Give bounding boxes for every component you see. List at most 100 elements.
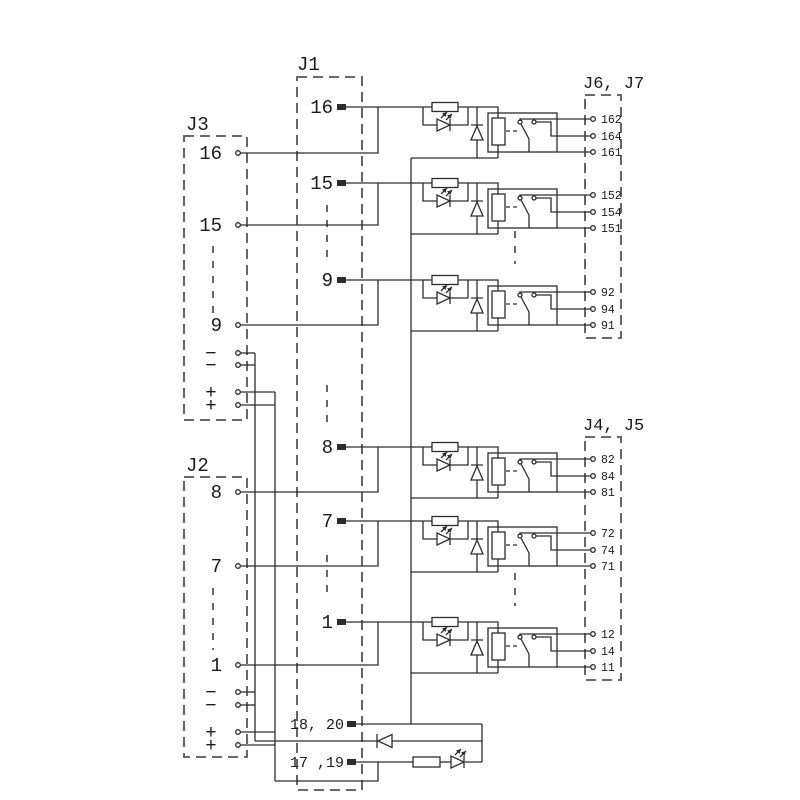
j1-pin-square	[337, 104, 346, 110]
terminal-wire-x2	[519, 194, 591, 197]
status-led-icon	[436, 284, 453, 306]
drive-wire	[346, 520, 499, 532]
j1-pin-label: 15	[310, 173, 333, 195]
j1-aux-pin-label: 17 ,19	[290, 755, 344, 772]
contact-armature	[520, 199, 530, 228]
j2-pins: 871−−++	[205, 482, 241, 757]
terminal-label: 154	[601, 207, 622, 220]
series-resistor	[431, 616, 459, 628]
terminal-circle	[590, 209, 596, 215]
connector-box-j6-j7	[584, 94, 622, 339]
connector-label-j1: J1	[297, 54, 320, 76]
j3-pin16-wire	[240, 107, 379, 154]
terminal-circle	[590, 530, 596, 536]
relay-coil	[491, 457, 506, 486]
series-resistor	[431, 101, 459, 113]
j2-polarity-circle	[235, 689, 241, 695]
relay-coil	[491, 632, 506, 661]
connector-label-j2: J2	[186, 455, 209, 477]
relay-coil	[491, 117, 506, 146]
j2-pin7-wire	[240, 521, 379, 567]
terminal-label: 82	[601, 454, 615, 467]
led-triangle	[436, 193, 452, 209]
j1-pin-square	[347, 721, 356, 727]
terminal-circle	[590, 225, 596, 231]
flyback-diode-icon	[470, 464, 484, 481]
j3-polarity-label: +	[205, 382, 216, 404]
j1-pin-label: 9	[322, 270, 333, 292]
terminal-label: 151	[601, 223, 622, 236]
j2-polarity-label: −	[205, 682, 216, 704]
j3-pin15-wire	[240, 183, 379, 226]
terminal-label: 11	[601, 662, 615, 675]
connector-label-j3: J3	[186, 114, 209, 136]
led-arrowhead	[461, 751, 466, 756]
relay-contact-box	[487, 188, 558, 229]
led-arrowhead	[442, 285, 447, 290]
terminal-circle	[590, 133, 596, 139]
led-triangle	[450, 754, 466, 770]
led-arrowhead	[447, 287, 452, 292]
terminal-circle	[590, 192, 596, 198]
terminal-wire-x2	[519, 458, 591, 461]
j2-polarity-label: −	[205, 695, 216, 717]
drive-wire	[346, 279, 499, 291]
terminal-wire-x2	[519, 532, 591, 535]
j1-pin-label: 8	[322, 437, 333, 459]
led-arrowhead	[447, 114, 452, 119]
terminal-label: 14	[601, 646, 615, 659]
led-arrowhead	[456, 749, 461, 754]
led-arrowhead	[447, 454, 452, 459]
terminal-wire-x2	[519, 118, 591, 121]
relay-contact-box	[487, 627, 558, 668]
led-arrowhead	[442, 452, 447, 457]
terminal-circle	[590, 149, 596, 155]
status-led-icon	[436, 626, 453, 648]
terminal-wire-x4	[536, 197, 591, 213]
terminal-label: 164	[601, 131, 622, 144]
terminal-label: 162	[601, 114, 622, 127]
terminal-circle	[590, 631, 596, 637]
j1-pin-label: 1	[322, 612, 333, 634]
terminal-label: 72	[601, 528, 615, 541]
j2-pin-circle	[235, 489, 241, 495]
j2-pin1-wire	[240, 622, 379, 666]
j1-pin-square	[347, 759, 356, 765]
contact-armature	[520, 638, 530, 667]
terminal-label: 12	[601, 629, 615, 642]
j2-pin8-wire	[240, 447, 379, 493]
connector-box-j4-j5	[584, 436, 622, 681]
terminal-circle	[590, 456, 596, 462]
j3-pin-circle	[235, 322, 241, 328]
relay-contact-box	[487, 112, 558, 153]
contact-armature	[520, 537, 530, 566]
relay-coil	[491, 531, 506, 560]
j1-aux-pin: 17 ,19	[290, 755, 356, 772]
led-triangle	[436, 531, 452, 547]
contact-point	[531, 634, 537, 640]
j3-pin-label: 9	[211, 315, 222, 337]
terminal-label: 92	[601, 287, 615, 300]
flyback-diode-icon	[470, 639, 484, 656]
terminal-label: 161	[601, 147, 622, 160]
connector-box-j3	[183, 135, 248, 421]
led-arrowhead	[442, 112, 447, 117]
relay-contact-box	[487, 526, 558, 567]
contact-armature	[520, 296, 530, 325]
led-arrowhead	[442, 627, 447, 632]
power-led-icon	[450, 748, 467, 770]
terminal-wire-x4	[536, 535, 591, 551]
j1-pin-square	[337, 619, 346, 625]
reverse-diode-icon	[376, 733, 393, 749]
series-resistor	[431, 515, 459, 527]
led-triangle	[436, 117, 452, 133]
j1-pin-label: 7	[322, 511, 333, 533]
contact-point	[531, 292, 537, 298]
terminal-wire-x4	[536, 121, 591, 137]
connector-box-j1	[296, 76, 363, 791]
